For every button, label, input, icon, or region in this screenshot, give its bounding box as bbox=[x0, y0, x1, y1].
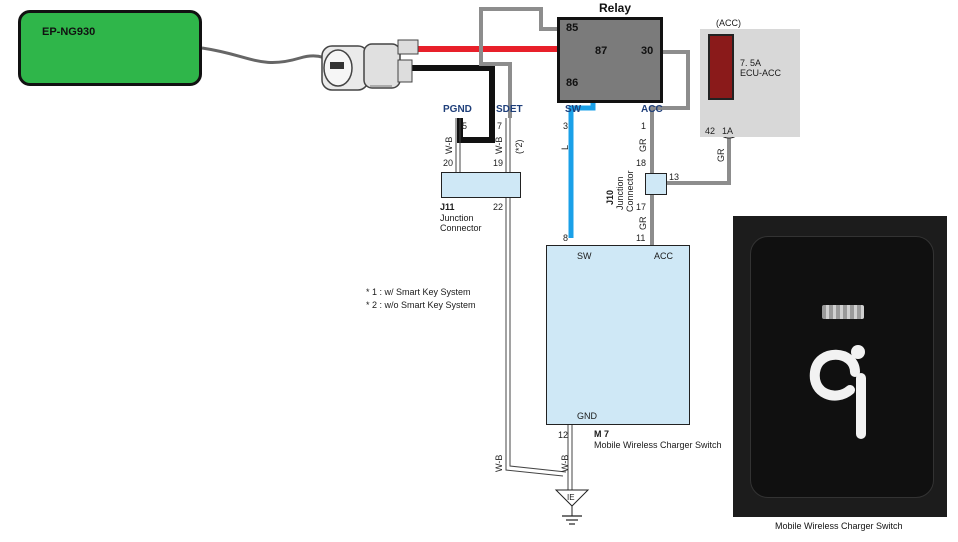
switch-photo-button bbox=[750, 236, 934, 498]
pin-7: 7 bbox=[497, 121, 503, 131]
fuse-connector: 1A bbox=[722, 126, 734, 136]
pin-3: 3 bbox=[563, 121, 569, 131]
fuse-pin: 42 bbox=[705, 126, 716, 136]
note-2: * 2 : w/o Smart Key System bbox=[366, 300, 476, 310]
m7-id: M 7 bbox=[594, 429, 610, 439]
signal-pgnd: PGND bbox=[443, 104, 472, 115]
wire-gr-fuse: GR bbox=[716, 148, 726, 163]
m7-switch-block bbox=[546, 245, 690, 425]
pin-20: 20 bbox=[443, 158, 454, 168]
usb-charger-icon bbox=[321, 39, 419, 91]
relay-pin-30: 30 bbox=[641, 45, 654, 57]
grey-wire-fuse bbox=[666, 138, 731, 185]
signal-acc: ACC bbox=[641, 104, 663, 115]
pin-19: 19 bbox=[493, 158, 504, 168]
wire-gr-lower: GR bbox=[638, 216, 648, 231]
j10-name2: Connector bbox=[625, 170, 635, 212]
module-label: EP-NG930 bbox=[42, 26, 96, 38]
wire-wb-ground1: W-B bbox=[494, 454, 504, 472]
junction-connector-j11 bbox=[441, 172, 521, 198]
pin-22: 22 bbox=[493, 202, 504, 212]
wire-gr-upper: GR bbox=[638, 138, 648, 153]
j11-id: J11 bbox=[440, 202, 455, 212]
relay-title: Relay bbox=[599, 1, 632, 15]
wire-wb-sdet: W-B bbox=[494, 136, 504, 154]
note-1: * 1 : w/ Smart Key System bbox=[366, 287, 471, 297]
wire-wb-ground2: W-B bbox=[560, 454, 570, 472]
j10-name1: Junction bbox=[615, 176, 625, 210]
fuse-box bbox=[708, 34, 734, 100]
fuse-name: ECU-ACC bbox=[740, 68, 782, 78]
m7-acc-label: ACC bbox=[654, 251, 674, 261]
fuse-rating: 7. 5A bbox=[740, 58, 762, 68]
m7-gnd-label: GND bbox=[577, 411, 597, 421]
j10-id: J10 bbox=[605, 189, 615, 205]
pin-5: 5 bbox=[462, 121, 468, 131]
ground-symbol bbox=[554, 489, 590, 507]
pin-8: 8 bbox=[563, 233, 569, 243]
qi-indicator-led bbox=[822, 305, 864, 319]
fuse-acc-label: (ACC) bbox=[716, 18, 741, 28]
grey-wire-30 bbox=[650, 50, 690, 118]
relay-pin-86: 86 bbox=[566, 77, 579, 89]
photo-caption: Mobile Wireless Charger Switch bbox=[775, 521, 903, 531]
j11-name1: Junction bbox=[440, 213, 474, 223]
ep-ng930-module bbox=[18, 10, 202, 86]
ground-label: IE bbox=[567, 493, 575, 502]
pin-12: 12 bbox=[558, 430, 569, 440]
wire-star2: (*2) bbox=[514, 139, 524, 154]
wire-wb-pgnd: W-B bbox=[444, 136, 454, 154]
pin-17: 17 bbox=[636, 202, 647, 212]
wire-l: L bbox=[560, 144, 570, 150]
m7-sw-label: SW bbox=[577, 251, 592, 261]
j11-name2: Connector bbox=[440, 223, 482, 233]
m7-name: Mobile Wireless Charger Switch bbox=[594, 440, 722, 450]
pin-1: 1 bbox=[641, 121, 647, 131]
junction-connector-j10 bbox=[645, 173, 667, 195]
pin-13: 13 bbox=[669, 172, 680, 182]
pin-11: 11 bbox=[636, 233, 646, 243]
relay-pin-85: 85 bbox=[566, 22, 579, 34]
signal-sw: SW bbox=[565, 104, 582, 115]
relay-box bbox=[557, 17, 663, 103]
pin-18: 18 bbox=[636, 158, 647, 168]
relay-pin-87: 87 bbox=[595, 45, 608, 57]
signal-sdet: SDET bbox=[496, 104, 523, 115]
grey-wire-85 bbox=[479, 7, 558, 118]
usb-cable bbox=[201, 46, 339, 68]
